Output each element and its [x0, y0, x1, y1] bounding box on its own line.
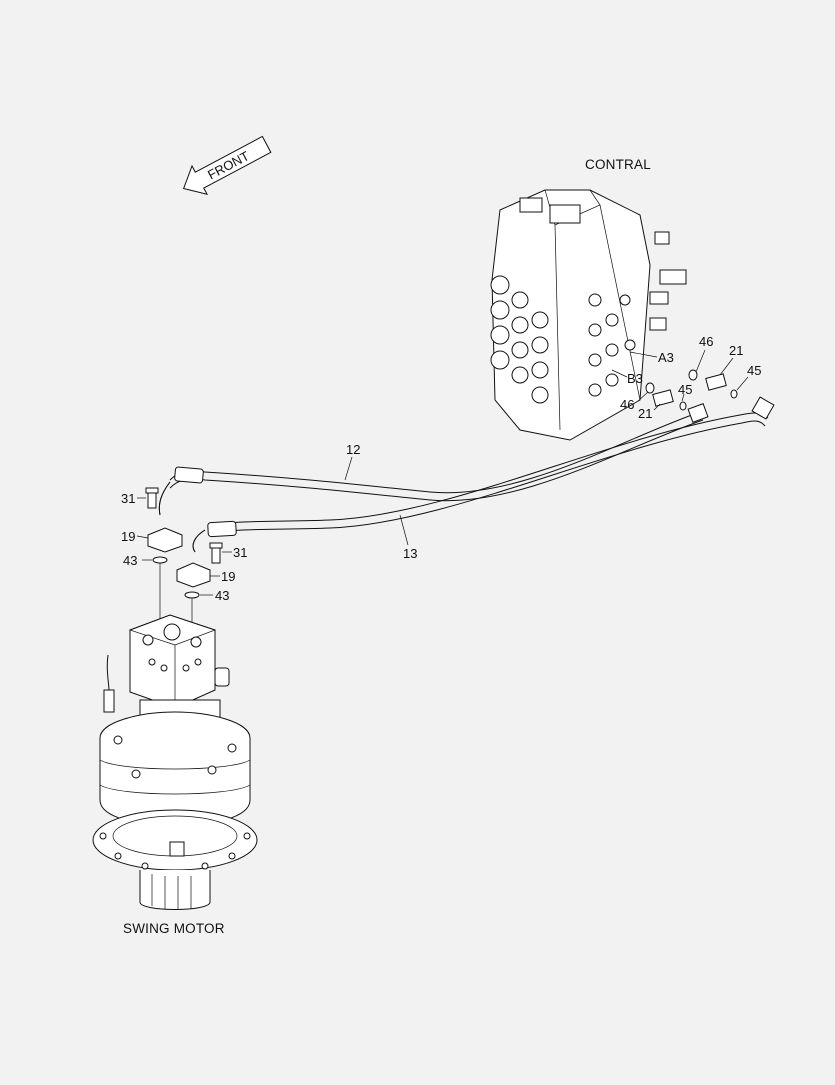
fitting-45-bottom: 45	[678, 382, 692, 411]
swing-motor-label: SWING MOTOR	[123, 921, 225, 936]
front-arrow-icon: FRONT	[182, 135, 272, 195]
fitting-46-top: 46	[688, 334, 713, 381]
callout-43-right: 43	[215, 588, 229, 603]
callout-46-bottom: 46	[620, 397, 634, 412]
swing-motor: SWING MOTOR	[92, 614, 258, 936]
fitting-21-top: 21	[705, 343, 743, 391]
hose-13: 13	[192, 396, 775, 561]
callout-46-top: 46	[699, 334, 713, 349]
callout-43-left: 43	[123, 553, 137, 568]
port-a3-label: A3	[658, 350, 674, 365]
fitting-21-bottom: 21	[638, 389, 674, 421]
flange-group-left: 31 19 43	[121, 487, 183, 670]
callout-45-bottom: 45	[678, 382, 692, 397]
port-b3-label: B3	[627, 371, 643, 386]
callout-21-top: 21	[729, 343, 743, 358]
valve-ports-right	[588, 231, 687, 397]
callout-19-right: 19	[221, 569, 235, 584]
callout-21-bottom: 21	[638, 406, 652, 421]
callout-31-right: 31	[233, 545, 247, 560]
callout-31-left: 31	[121, 491, 135, 506]
control-valve-label: CONTRAL	[585, 157, 651, 172]
callout-45-top: 45	[747, 363, 761, 378]
callout-19-left: 19	[121, 529, 135, 544]
callout-13: 13	[403, 546, 417, 561]
callout-12: 12	[346, 442, 360, 457]
fitting-45-top: 45	[730, 363, 761, 399]
control-valve: CONTRAL	[490, 157, 687, 441]
fitting-46-bottom: 46	[620, 382, 655, 412]
hose-12: 12	[158, 403, 709, 516]
valve-spools-left	[490, 275, 549, 404]
